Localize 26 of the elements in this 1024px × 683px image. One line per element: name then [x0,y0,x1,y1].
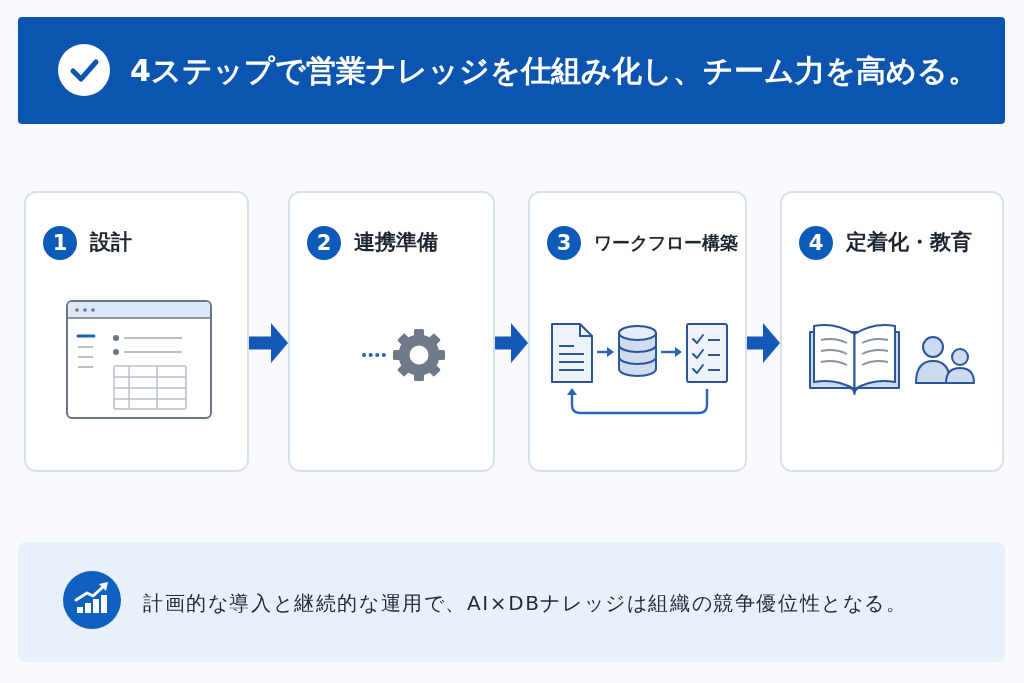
step-number: 2 [307,226,341,260]
step-card [528,191,747,472]
step-title: 定着化・教育 [846,230,972,256]
block-arrow [249,323,288,363]
arrow [567,388,709,415]
summary-band [18,542,1005,662]
database-icon [617,324,658,378]
block-arrow [495,323,528,363]
checklist-icon [685,322,729,384]
dotted-line [362,353,389,357]
summary-text: 計画的な導入と継続的な運用で、AI×DBナレッジは組織の競争優位性となる。 [143,591,908,615]
step-card [288,191,495,472]
step-number: 3 [547,226,581,260]
step-card [24,191,249,472]
block-arrow [747,323,780,363]
step-number: 1 [43,226,77,260]
step-card [780,191,1004,472]
step-title: 設計 [90,230,132,256]
step-number: 4 [799,226,833,260]
arrow [597,347,614,357]
step-title: 連携準備 [354,230,438,256]
document-icon [550,322,594,384]
arrow [661,347,682,357]
step-title: ワークフロー構築 [594,232,738,254]
gear-icon [392,328,446,382]
title: 4ステップで営業ナレッジを仕組み化し、チーム力を高める。 [130,52,978,89]
